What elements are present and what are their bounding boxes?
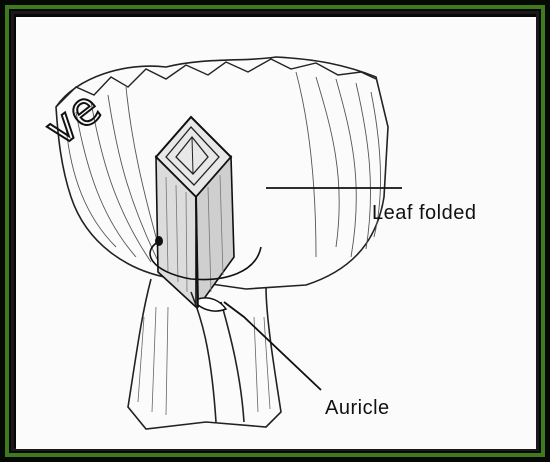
- auricle-label: Auricle: [325, 397, 390, 420]
- diagram-canvas: Leaf folded Auricle ve: [16, 17, 536, 449]
- auricle-lobe: [198, 298, 226, 311]
- leaf-folded-label: Leaf folded: [372, 202, 476, 225]
- watermark: ve: [34, 19, 214, 139]
